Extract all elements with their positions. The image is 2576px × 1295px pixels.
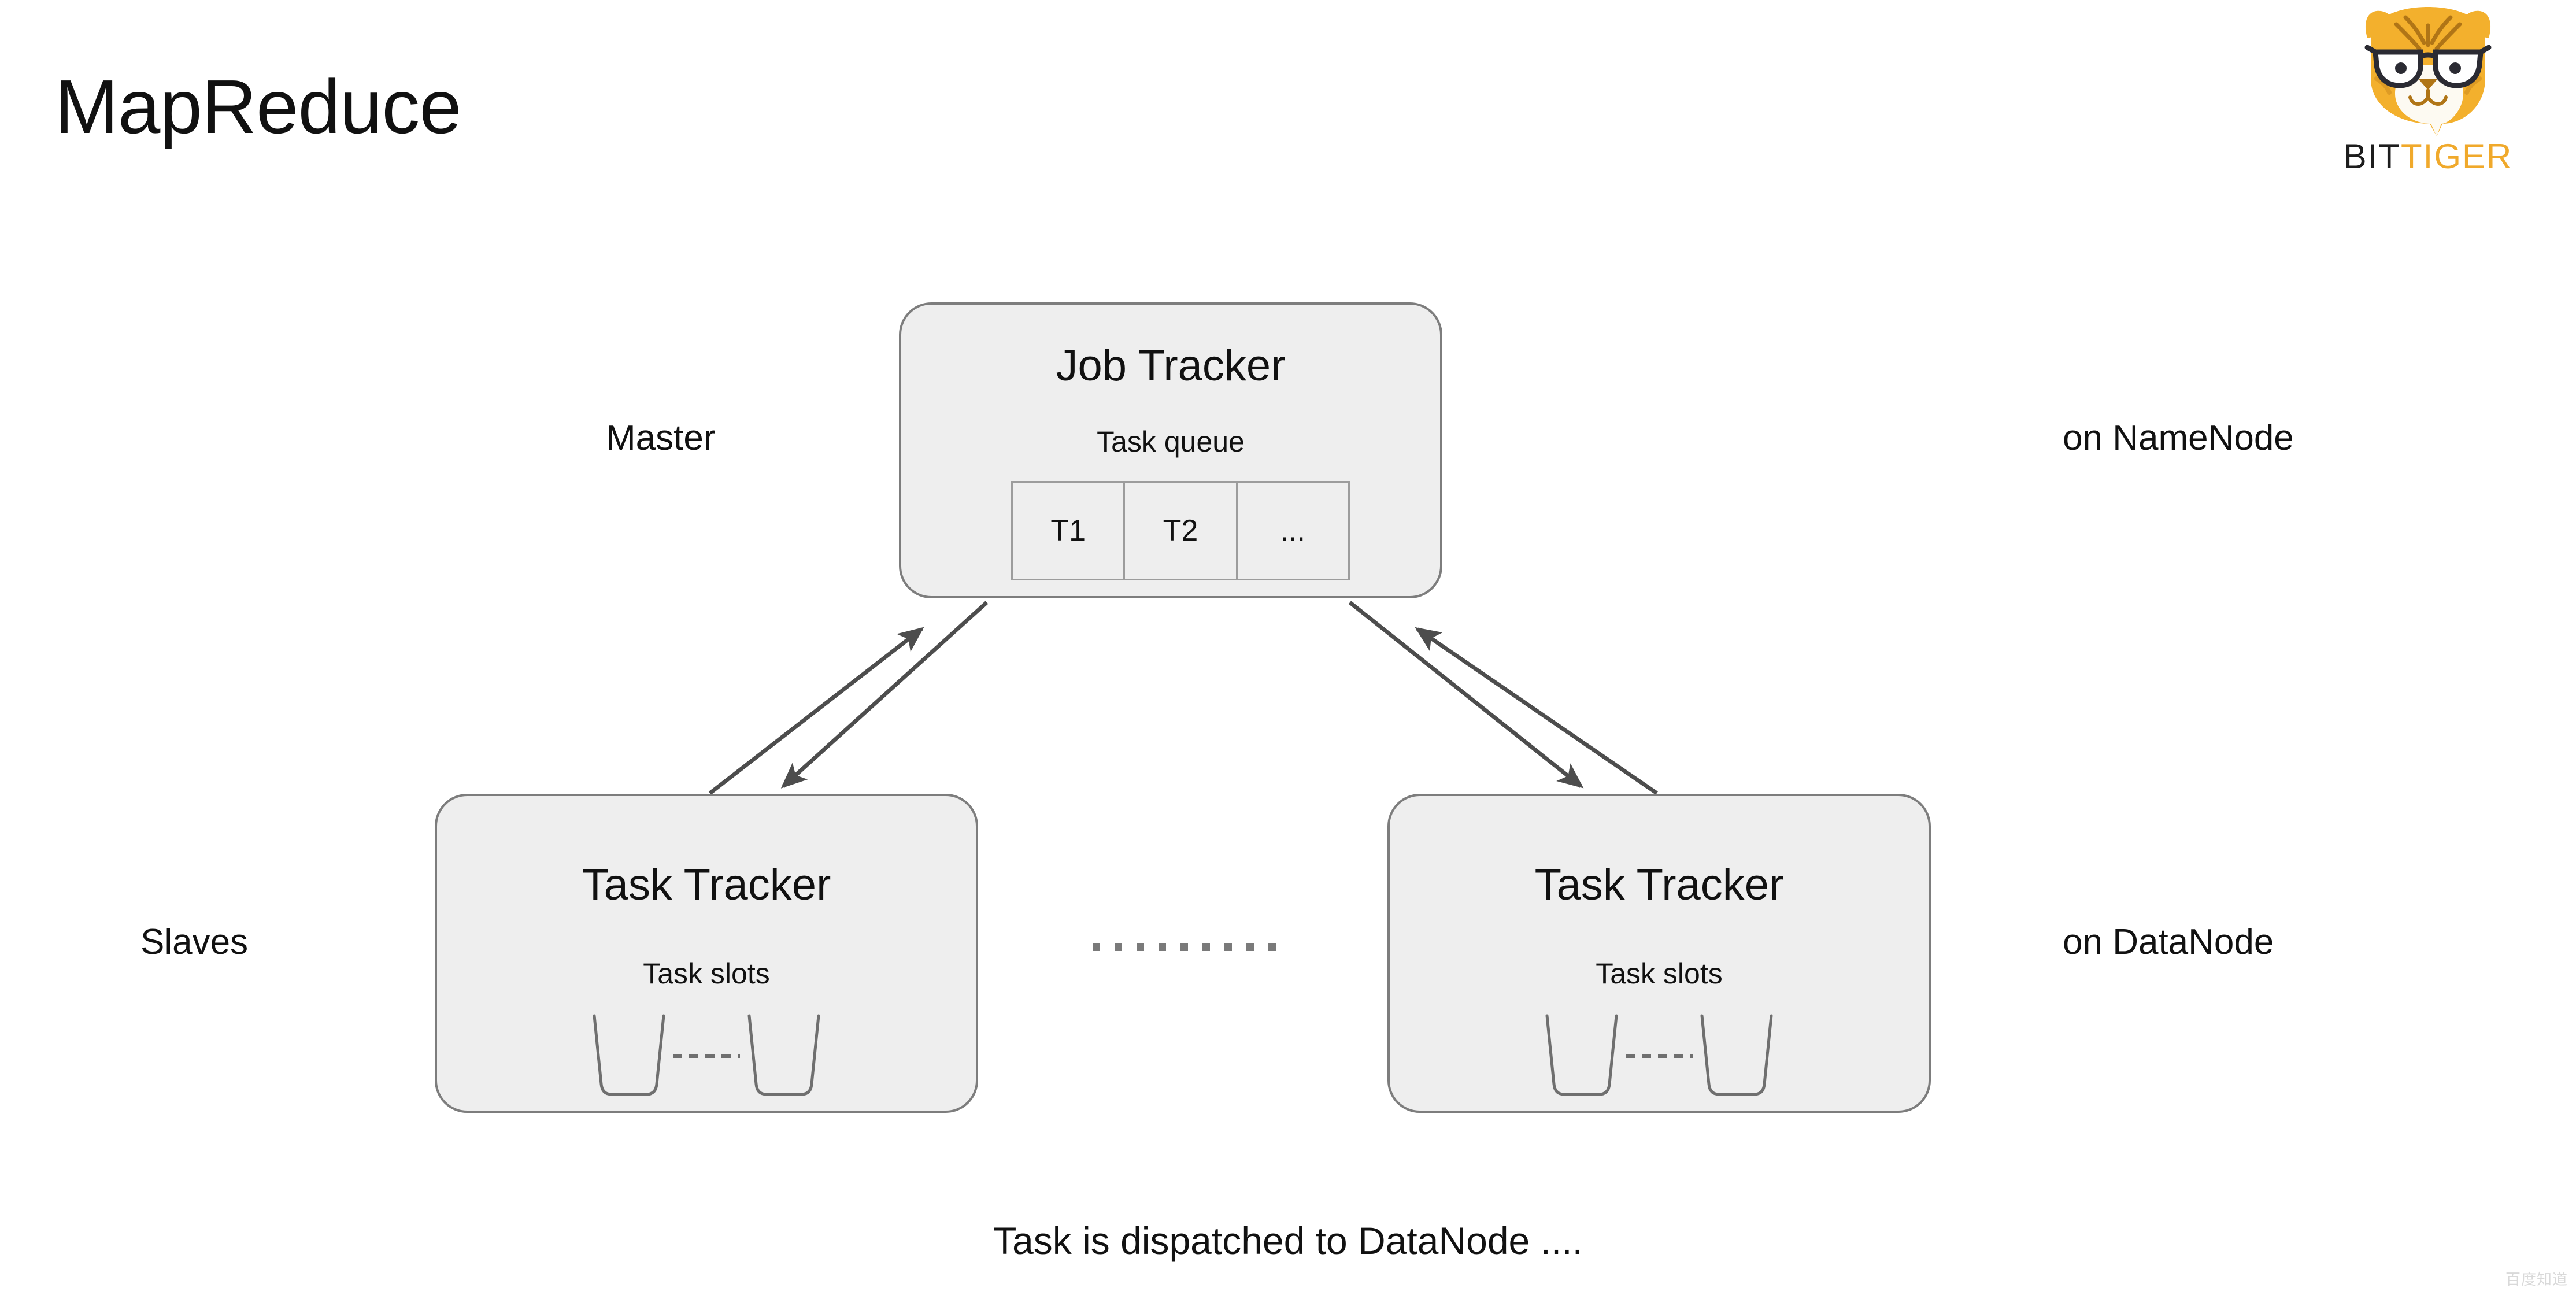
label-slaves: Slaves — [140, 922, 249, 962]
task-tracker-subtitle: Task slots — [1596, 957, 1723, 990]
task-slot-icon[interactable] — [586, 1014, 672, 1097]
watermark: 百度知道 — [2505, 1271, 2568, 1288]
task-slots-group — [437, 1014, 976, 1097]
job-tracker-node[interactable]: Job Tracker Task queue T1 T2 ... — [899, 302, 1442, 598]
job-tracker-title: Job Tracker — [1056, 341, 1286, 390]
tiger-face-with-glasses-icon — [2350, 5, 2506, 138]
label-on-datanode: on DataNode — [2063, 922, 2274, 962]
task-tracker-node-right[interactable]: Task Tracker Task slots — [1387, 794, 1931, 1113]
task-slot-icon[interactable] — [741, 1014, 827, 1097]
task-slot-separator-dashes — [1624, 1016, 1694, 1097]
job-tracker-subtitle: Task queue — [1097, 426, 1245, 458]
task-queue-cell[interactable]: ... — [1280, 514, 1305, 547]
task-queue-cell[interactable]: T2 — [1125, 483, 1238, 579]
logo-word-bit: BIT — [2343, 137, 2401, 176]
arrow-task-tracker-right-to-job-tracker — [1415, 627, 1658, 795]
task-slot-icon[interactable] — [1539, 1014, 1624, 1097]
task-slots-group — [1390, 1014, 1929, 1097]
task-slot-separator-dashes — [672, 1016, 741, 1097]
task-tracker-title: Task Tracker — [582, 860, 831, 909]
task-tracker-title: Task Tracker — [1534, 860, 1784, 909]
task-queue-table: T1 T2 ... — [1011, 481, 1350, 580]
diagram-caption: Task is dispatched to DataNode .... — [993, 1219, 1583, 1262]
label-on-namenode: on NameNode — [2063, 418, 2294, 458]
arrow-job-tracker-to-task-tracker-right — [1348, 601, 1584, 789]
task-slot-icon[interactable] — [1694, 1014, 1779, 1097]
logo-word-tiger: TIGER — [2401, 137, 2513, 176]
tracker-separator-dots — [1093, 944, 1276, 951]
arrow-job-tracker-to-task-tracker-left — [780, 601, 989, 789]
task-tracker-subtitle: Task slots — [643, 957, 770, 990]
arrow-task-tracker-left-to-job-tracker — [708, 627, 924, 795]
bittiger-logo: BITTIGER — [2318, 5, 2538, 190]
page-title: MapReduce — [55, 64, 462, 149]
label-master: Master — [606, 418, 716, 458]
task-tracker-node-left[interactable]: Task Tracker Task slots — [435, 794, 978, 1113]
logo-wordmark: BITTIGER — [2318, 136, 2538, 176]
task-queue-cell[interactable]: T1 — [1013, 483, 1126, 579]
